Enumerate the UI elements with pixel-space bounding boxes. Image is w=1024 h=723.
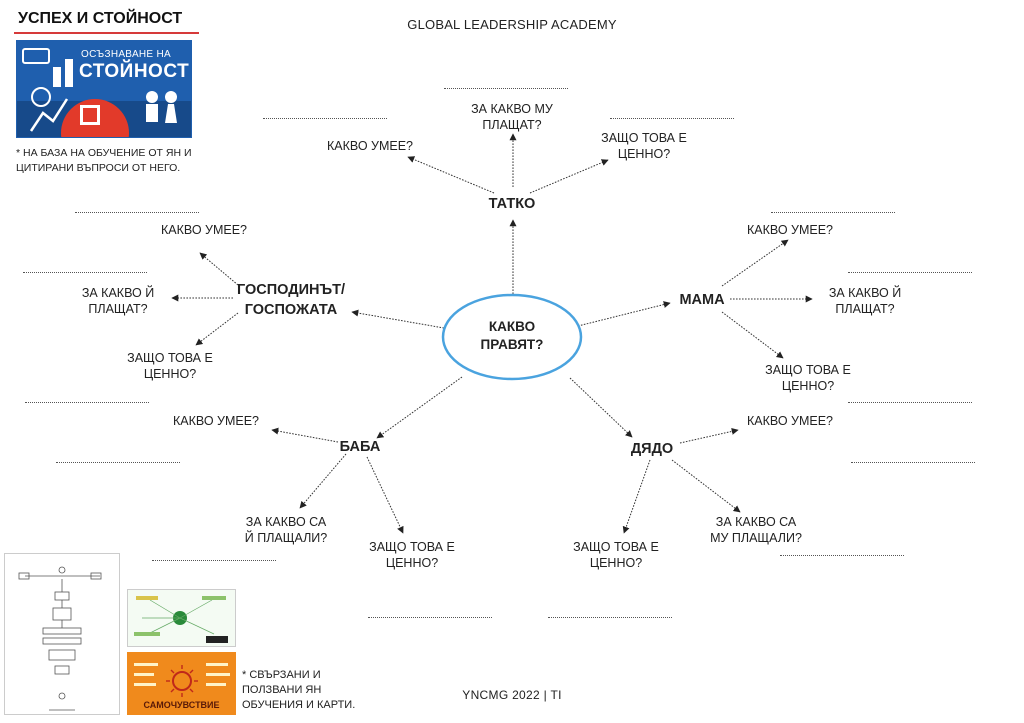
cover-card-image: ОСЪЗНАВАНЕ НА СТОЙНОСТ	[16, 40, 192, 138]
answer-line[interactable]	[444, 88, 568, 89]
mama-plashtat: ЗА КАКВО Й ПЛАЩАТ?	[828, 286, 902, 316]
answer-line[interactable]	[23, 272, 147, 273]
dyado-umee: КАКВО УМЕЕ?	[747, 414, 833, 428]
orange-card-caption: САМОЧУВСТВИЕ	[143, 700, 220, 710]
footer-credit: YNCMG 2022 | TI	[462, 688, 562, 702]
baba-plashtali: ЗА КАКВО СА Й ПЛАЩАЛИ?	[244, 515, 328, 545]
answer-line[interactable]	[152, 560, 276, 561]
answer-line[interactable]	[263, 118, 387, 119]
orange-card-thumbnail: САМОЧУВСТВИЕ	[127, 652, 236, 715]
answer-line[interactable]	[75, 212, 199, 213]
answer-line[interactable]	[610, 118, 734, 119]
baba-umee: КАКВО УМЕЕ?	[173, 414, 259, 428]
center-ellipse	[441, 293, 583, 381]
mama-umee: КАКВО УМЕЕ?	[747, 223, 833, 237]
answer-line[interactable]	[780, 555, 904, 556]
mama-cenno: ЗАЩО ТОВА Е ЦЕННО?	[765, 363, 851, 393]
node-tatko: ТАТКО	[488, 196, 536, 212]
flowchart-thumbnail	[4, 553, 120, 715]
tatko-plashtat: ЗА КАКВО МУ ПЛАЩАТ?	[471, 102, 553, 132]
page-title: УСПЕХ И СТОЙНОСТ	[18, 10, 183, 27]
baba-cenno: ЗАЩО ТОВА Е ЦЕННО?	[369, 540, 455, 570]
source-note: * НА БАЗА НА ОБУЧЕНИЕ ОТ ЯН И ЦИТИРАНИ В…	[16, 147, 192, 174]
answer-line[interactable]	[368, 617, 492, 618]
answer-line[interactable]	[548, 617, 672, 618]
node-baba: БАБА	[339, 439, 381, 455]
dyado-plashtali: ЗА КАКВО СА МУ ПЛАЩАЛИ?	[710, 515, 802, 545]
title-underline	[14, 32, 199, 34]
node-mama: МАМА	[679, 292, 725, 308]
mindmap-card-thumbnail	[127, 589, 236, 647]
answer-line[interactable]	[848, 272, 972, 273]
tatko-umee: КАКВО УМЕЕ?	[327, 139, 413, 153]
answer-line[interactable]	[848, 402, 972, 403]
dyado-cenno: ЗАЩО ТОВА Е ЦЕННО?	[573, 540, 659, 570]
cover-card-line2: СТОЙНОСТ	[79, 61, 190, 82]
academy-header: GLOBAL LEADERSHIP ACADEMY	[407, 17, 617, 32]
center-question: КАКВО ПРАВЯТ?	[480, 319, 544, 352]
node-dyado: ДЯДО	[630, 441, 674, 457]
answer-line[interactable]	[25, 402, 149, 403]
gosp-umee: КАКВО УМЕЕ?	[161, 223, 247, 237]
gosp-plashtat: ЗА КАКВО Й ПЛАЩАТ?	[81, 286, 155, 316]
gosp-cenno: ЗАЩО ТОВА Е ЦЕННО?	[127, 351, 213, 381]
cover-card-line1: ОСЪЗНАВАНЕ НА	[81, 49, 171, 60]
answer-line[interactable]	[851, 462, 975, 463]
answer-line[interactable]	[771, 212, 895, 213]
related-note: * СВЪРЗАНИ И ПОЛЗВАНИ ЯН ОБУЧЕНИЯ И КАРТ…	[242, 669, 356, 711]
answer-line[interactable]	[56, 462, 180, 463]
tatko-cenno: ЗАЩО ТОВА Е ЦЕННО?	[601, 131, 687, 161]
node-gospodin: ГОСПОДИНЪТ/ ГОСПОЖАТА	[236, 282, 345, 318]
